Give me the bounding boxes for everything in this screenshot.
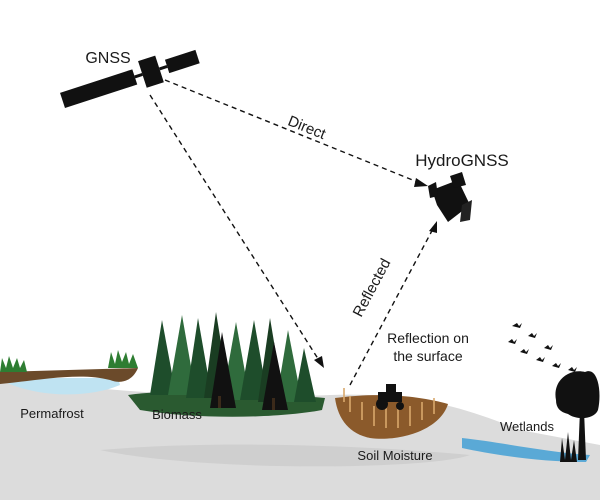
hydrognss-label: HydroGNSS	[415, 151, 509, 170]
permafrost-label: Permafrost	[20, 406, 84, 421]
forest-biomass	[128, 312, 325, 417]
soil-moisture-field	[335, 384, 448, 439]
permafrost-soil	[0, 368, 138, 384]
permafrost-ice	[5, 378, 120, 395]
direct-arrowhead	[414, 178, 428, 187]
direct-signal-line	[164, 79, 426, 186]
arrowheads	[314, 178, 437, 368]
permafrost-grass-left	[0, 356, 27, 372]
soil-patch	[335, 395, 448, 439]
birds-flock	[508, 323, 577, 372]
reflected-arrowhead	[429, 221, 437, 233]
reflected-signal-line	[349, 224, 436, 386]
permafrost-grass-right	[108, 350, 138, 368]
biomass-label: Biomass	[152, 407, 202, 422]
wetlands-area	[462, 323, 600, 462]
reflection-label-line1: Reflection on	[387, 330, 469, 346]
wetlands-reeds	[560, 432, 577, 462]
ground-shadow	[100, 444, 470, 467]
wetlands-tree-canopy	[555, 371, 600, 419]
gnss-label: GNSS	[85, 50, 130, 67]
hydrognss-satellite-icon	[428, 172, 472, 222]
wetlands-label: Wetlands	[500, 419, 554, 434]
wetlands-tree-trunk	[578, 410, 586, 460]
wetlands-water	[462, 438, 590, 462]
signal-paths	[149, 79, 436, 386]
tractor-icon	[376, 384, 404, 410]
soil-moisture-label: Soil Moisture	[357, 448, 432, 463]
direct-label: Direct	[285, 113, 328, 144]
permafrost-area	[0, 350, 138, 395]
wheat-rows	[343, 388, 435, 428]
reflected-label: Reflected	[350, 256, 395, 320]
reflection-label-line2: the surface	[393, 348, 462, 364]
gnss-satellite-icon	[60, 49, 200, 109]
incident-arrowhead	[314, 356, 324, 368]
